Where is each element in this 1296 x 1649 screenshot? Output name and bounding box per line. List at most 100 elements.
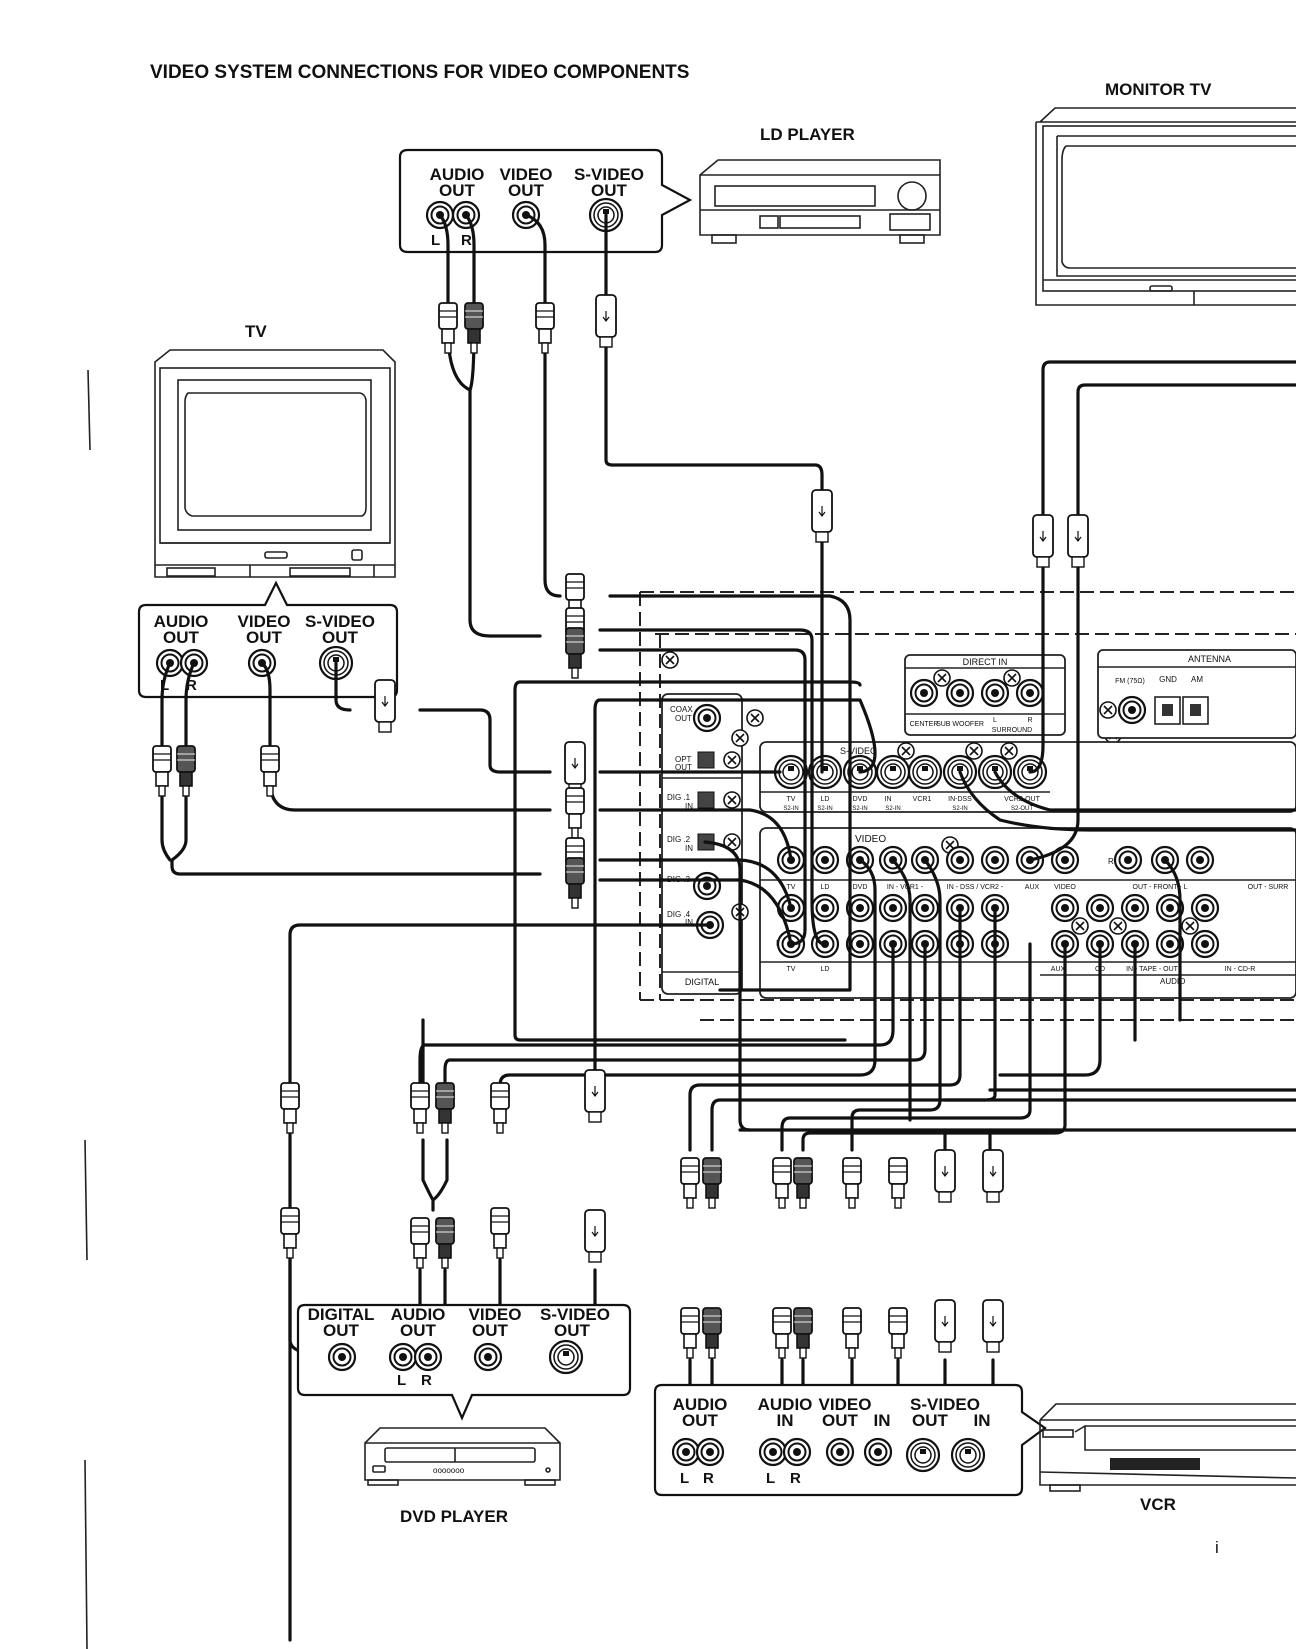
svg-text:GND: GND bbox=[1159, 675, 1177, 684]
rca-plug bbox=[565, 627, 585, 679]
rca-plug bbox=[565, 857, 585, 909]
dvd-audio-out-r-jack[interactable] bbox=[413, 1342, 443, 1372]
vcr-svideo-in-jack[interactable] bbox=[950, 1437, 986, 1473]
cable-monitor-svideo bbox=[1028, 360, 1296, 774]
video-ld-in-jack[interactable] bbox=[810, 845, 840, 875]
vcr-video-out-jack[interactable] bbox=[825, 1437, 855, 1467]
rca-plug bbox=[435, 1082, 455, 1134]
vcr-audio-out-l-jack[interactable] bbox=[671, 1437, 701, 1467]
vcr-audio-out-r-jack[interactable] bbox=[695, 1437, 725, 1467]
svideo-plug bbox=[564, 741, 586, 795]
rca-plug bbox=[842, 1157, 862, 1209]
ld-player-label: LD PLAYER bbox=[760, 125, 855, 144]
dvd-player-label: DVD PLAYER bbox=[400, 1507, 508, 1526]
tv-video-out-label-bottom: OUT bbox=[246, 628, 283, 647]
dig3-in-jack[interactable] bbox=[692, 871, 722, 901]
svg-text:OUT: OUT bbox=[675, 763, 692, 772]
svideo-ld-in-jack[interactable] bbox=[807, 754, 843, 790]
svg-text:LD: LD bbox=[821, 884, 830, 891]
cable-dvd-video bbox=[498, 858, 877, 1092]
rca-plug bbox=[702, 1157, 722, 1209]
cable-dvd-svideo bbox=[593, 698, 877, 1072]
vcr-illustration bbox=[1039, 1403, 1296, 1492]
svg-text:IN: IN bbox=[685, 918, 693, 927]
tv-audio-out-label-bottom: OUT bbox=[163, 628, 200, 647]
ld-video-out-label-bottom: OUT bbox=[508, 181, 545, 200]
cable-vcr-audio-out bbox=[688, 906, 962, 1152]
vcr-svideo-out-jack[interactable] bbox=[905, 1437, 941, 1473]
svg-text:DIRECT IN: DIRECT IN bbox=[963, 657, 1008, 667]
svg-text:VIDEO: VIDEO bbox=[855, 834, 886, 845]
vcr-audio-in-r-jack[interactable] bbox=[782, 1437, 812, 1467]
ld-svideo-out-label-top: S-VIDEO bbox=[574, 165, 644, 184]
opt-out-jack[interactable] bbox=[697, 751, 715, 769]
dvd-audio-out-label-bottom: OUT bbox=[400, 1321, 437, 1340]
svideo-plug bbox=[934, 1299, 956, 1353]
svg-text:VIDEO: VIDEO bbox=[1054, 884, 1076, 891]
svg-text:R: R bbox=[1108, 857, 1114, 866]
rca-plug bbox=[152, 745, 172, 797]
rca-plug bbox=[438, 302, 458, 354]
rca-plug bbox=[535, 302, 555, 354]
dvd-digital-out-jack[interactable] bbox=[327, 1342, 357, 1372]
svg-text:OUT - FRONT - L: OUT - FRONT - L bbox=[1133, 884, 1188, 891]
audio-section-label: AUDIO bbox=[1160, 977, 1185, 986]
svideo-plug bbox=[982, 1149, 1004, 1203]
dig1-in-jack[interactable] bbox=[697, 791, 715, 809]
video-vcr2-in-jack[interactable] bbox=[980, 845, 1010, 875]
tv-video-out-label-top: VIDEO bbox=[238, 612, 291, 631]
rca-plug bbox=[888, 1157, 908, 1209]
rca-plug bbox=[280, 1207, 300, 1259]
video-dss-in-jack[interactable] bbox=[945, 845, 975, 875]
tv-audio-r-label: R bbox=[186, 677, 197, 694]
vcr-audio-in-label-bottom: IN bbox=[777, 1411, 794, 1430]
svg-text:ANTENNA: ANTENNA bbox=[1188, 654, 1231, 664]
page-title: VIDEO SYSTEM CONNECTIONS FOR VIDEO COMPO… bbox=[150, 62, 689, 83]
coax-out-jack[interactable] bbox=[692, 703, 722, 733]
rca-plug bbox=[680, 1307, 700, 1359]
svg-text:DIG .2: DIG .2 bbox=[667, 835, 691, 844]
svg-text:L: L bbox=[993, 717, 997, 724]
svg-text:OUT: OUT bbox=[675, 714, 692, 723]
vcr-audio-in-l-jack[interactable] bbox=[758, 1437, 788, 1467]
svg-text:ooooooo: ooooooo bbox=[433, 1466, 465, 1475]
rca-plug bbox=[176, 745, 196, 797]
tv: TV AUDIO OUT VIDEO OUT S-VIDEO OUT L R bbox=[137, 322, 399, 699]
rca-plug bbox=[772, 1307, 792, 1359]
page-marker: i bbox=[1215, 1538, 1219, 1557]
dvd-video-out-jack[interactable] bbox=[473, 1342, 503, 1372]
vcr-svideo-out-label-bottom: OUT bbox=[912, 1411, 949, 1430]
dvd-audio-out-label-top: AUDIO bbox=[391, 1305, 446, 1324]
fm-antenna-jack[interactable] bbox=[1117, 695, 1147, 725]
rca-plug bbox=[260, 745, 280, 797]
dvd-svideo-out-jack[interactable] bbox=[548, 1339, 584, 1375]
rca-plug bbox=[490, 1082, 510, 1134]
ld-svideo-out-label-bottom: OUT bbox=[591, 181, 628, 200]
svideo-plug bbox=[595, 294, 617, 348]
svg-text:S2-IN: S2-IN bbox=[852, 806, 867, 812]
receiver-rear-panel: COAX OUT OPT OUT DIG .1 IN DIG .2 IN DIG… bbox=[639, 591, 1296, 1021]
rca-plug bbox=[410, 1082, 430, 1134]
svideo-vcr1-in-jack[interactable] bbox=[875, 754, 911, 790]
dvd-audio-out-l-jack[interactable] bbox=[388, 1342, 418, 1372]
antenna-section: ANTENNA FM (75Ω) GND AM bbox=[1097, 649, 1296, 739]
dvd-svideo-out-label-top: S-VIDEO bbox=[540, 1305, 610, 1324]
ld-video-out-label-top: VIDEO bbox=[500, 165, 553, 184]
ld-player-illustration bbox=[699, 159, 941, 244]
rca-plug bbox=[464, 302, 484, 354]
vcr-audio-in-l-label: L bbox=[766, 1470, 775, 1487]
ld-player: LD PLAYER AUDIO OUT VIDEO OUT S-VIDEO OU… bbox=[398, 125, 941, 254]
rca-plug bbox=[888, 1307, 908, 1359]
svg-text:LD: LD bbox=[821, 796, 830, 803]
cable-vcr-video-in bbox=[891, 858, 912, 1122]
audio-jack-row-2: R bbox=[776, 929, 1220, 959]
s-video-section: S-VIDEO TV LD DVD IN VCR1 IN-DSS VCR2-OU… bbox=[759, 741, 1296, 813]
ld-audio-r-label: R bbox=[461, 232, 472, 249]
svg-text:S2-IN: S2-IN bbox=[783, 806, 798, 812]
vcr-video-in-jack[interactable] bbox=[863, 1437, 893, 1467]
rca-plug bbox=[842, 1307, 862, 1359]
svg-text:CENTER: CENTER bbox=[910, 721, 939, 728]
cables bbox=[160, 213, 1296, 1642]
svideo-vcr1-out-jack[interactable] bbox=[907, 754, 943, 790]
